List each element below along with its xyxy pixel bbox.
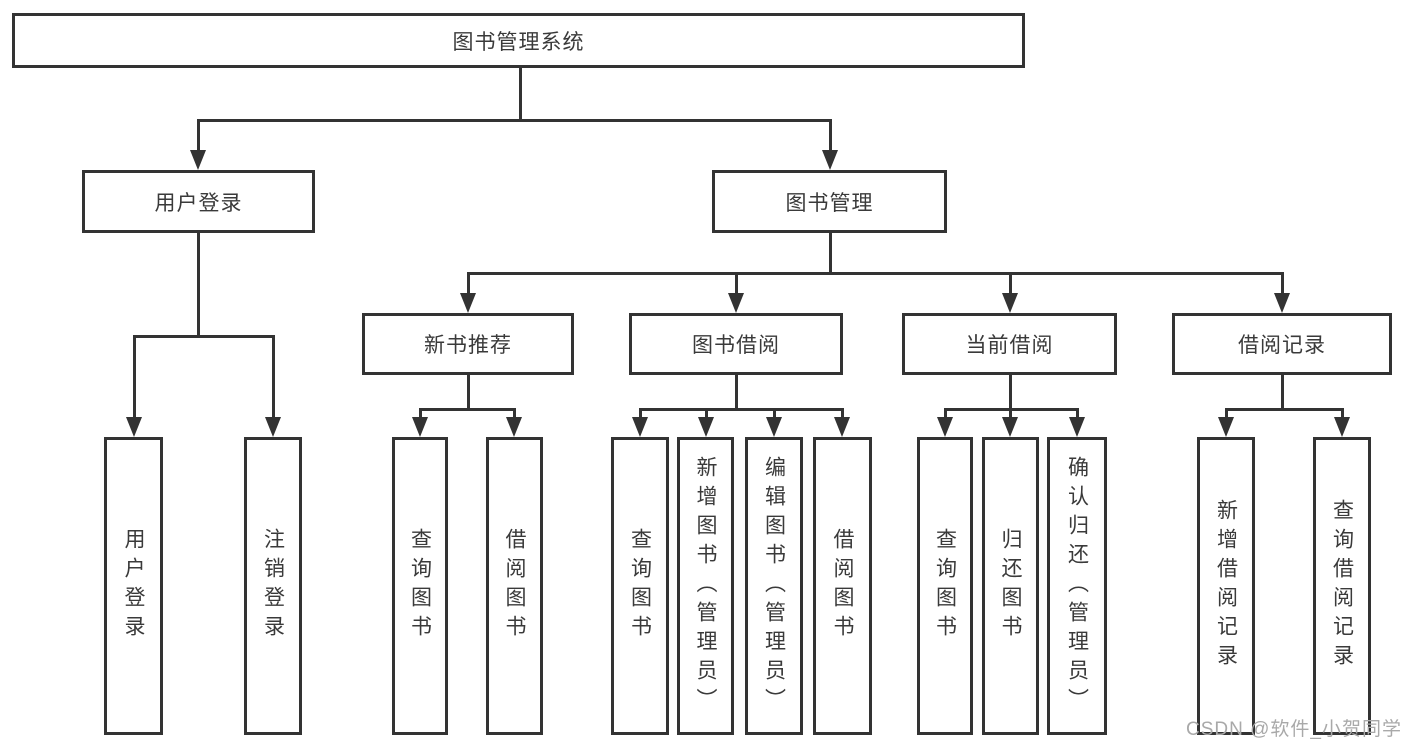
leaf-return-book: 归还图书 (982, 437, 1039, 735)
arrow-down-icon (937, 417, 953, 437)
node-book-management-system: 图书管理系统 (12, 13, 1025, 68)
leaf-query-books-recommend: 查询图书 (392, 437, 448, 735)
leaf-label: 确认归还（管理员） (1065, 455, 1089, 717)
connector-line-vertical (519, 68, 522, 122)
leaf-borrow-books-2: 借阅图书 (813, 437, 872, 735)
connector-line-vertical (705, 408, 708, 421)
leaf-add-book-admin: 新增图书（管理员） (677, 437, 734, 735)
connector-line-vertical (467, 272, 470, 297)
connector-line-horizontal (639, 408, 844, 411)
leaf-label: 查询图书 (408, 528, 432, 644)
arrow-down-icon (632, 417, 648, 437)
arrow-down-icon (265, 417, 281, 437)
node-user-login: 用户登录 (82, 170, 315, 233)
leaf-query-books-borrow: 查询图书 (611, 437, 669, 735)
connector-line-vertical (133, 335, 136, 421)
connector-line-vertical (272, 335, 275, 421)
connector-line-horizontal (197, 119, 832, 122)
node-label: 借阅记录 (1238, 334, 1326, 357)
leaf-label: 查询图书 (628, 528, 652, 644)
connector-line-vertical (1009, 375, 1012, 411)
connector-line-vertical (467, 375, 470, 411)
leaf-logout: 注销登录 (244, 437, 302, 735)
connector-line-vertical (841, 408, 844, 421)
connector-line-vertical (773, 408, 776, 421)
csdn-watermark: CSDN @软件_小贺同学 (1186, 719, 1402, 740)
leaf-label: 借阅图书 (831, 528, 854, 644)
arrow-down-icon (1002, 417, 1018, 437)
connector-line-vertical (197, 233, 200, 338)
arrow-down-icon (698, 417, 714, 437)
leaf-label: 查询借阅记录 (1330, 499, 1354, 673)
arrow-down-icon (822, 150, 838, 170)
arrow-down-icon (1002, 293, 1018, 313)
connector-line-vertical (1009, 272, 1012, 297)
connector-line-vertical (1281, 272, 1284, 297)
arrow-down-icon (460, 293, 476, 313)
leaf-label: 新增借阅记录 (1214, 499, 1238, 673)
node-label: 图书管理 (785, 191, 874, 215)
leaf-label: 查询图书 (933, 528, 957, 644)
arrow-down-icon (1069, 417, 1085, 437)
connector-line-vertical (829, 233, 832, 275)
node-book-management: 图书管理 (712, 170, 947, 233)
connector-line-vertical (1225, 408, 1228, 421)
leaf-confirm-return-admin: 确认归还（管理员） (1047, 437, 1107, 735)
node-label: 用户登录 (154, 191, 243, 215)
connector-line-vertical (419, 408, 422, 421)
connector-line-vertical (1076, 408, 1079, 421)
connector-line-vertical (735, 272, 738, 297)
arrow-down-icon (1274, 293, 1290, 313)
connector-line-horizontal (133, 335, 275, 338)
arrow-down-icon (1218, 417, 1234, 437)
node-book-borrow: 图书借阅 (629, 313, 843, 375)
node-label: 图书管理系统 (452, 30, 585, 54)
leaf-label: 注销登录 (261, 528, 285, 644)
arrow-down-icon (728, 293, 744, 313)
leaf-query-borrow-record: 查询借阅记录 (1313, 437, 1371, 735)
node-label: 新书推荐 (424, 334, 512, 357)
connector-line-vertical (513, 408, 516, 421)
connector-line-vertical (1009, 408, 1012, 421)
arrow-down-icon (190, 150, 206, 170)
arrow-down-icon (766, 417, 782, 437)
leaf-borrow-books-recommend: 借阅图书 (486, 437, 543, 735)
connector-line-vertical (829, 119, 832, 154)
connector-line-vertical (1281, 375, 1284, 411)
node-new-book-recommend: 新书推荐 (362, 313, 574, 375)
leaf-label: 归还图书 (999, 528, 1022, 644)
leaf-user-login: 用户登录 (104, 437, 163, 735)
connector-line-vertical (944, 408, 947, 421)
leaf-edit-book-admin: 编辑图书（管理员） (745, 437, 803, 735)
leaf-label: 用户登录 (122, 528, 145, 644)
arrow-down-icon (834, 417, 850, 437)
leaf-label: 编辑图书（管理员） (762, 455, 786, 717)
connector-line-vertical (735, 375, 738, 411)
connector-line-horizontal (467, 272, 1284, 275)
arrow-down-icon (126, 417, 142, 437)
leaf-label: 借阅图书 (503, 528, 526, 644)
connector-line-horizontal (419, 408, 516, 411)
node-label: 图书借阅 (692, 334, 780, 357)
node-label: 当前借阅 (965, 334, 1054, 357)
connector-line-horizontal (1225, 408, 1344, 411)
node-current-borrow: 当前借阅 (902, 313, 1117, 375)
connector-line-vertical (1341, 408, 1344, 421)
arrow-down-icon (1334, 417, 1350, 437)
connector-line-vertical (197, 119, 200, 154)
arrow-down-icon (412, 417, 428, 437)
leaf-add-borrow-record: 新增借阅记录 (1197, 437, 1255, 735)
leaf-query-books-current: 查询图书 (917, 437, 973, 735)
leaf-label: 新增图书（管理员） (694, 455, 717, 717)
connector-line-vertical (639, 408, 642, 421)
arrow-down-icon (506, 417, 522, 437)
node-borrow-records: 借阅记录 (1172, 313, 1392, 375)
